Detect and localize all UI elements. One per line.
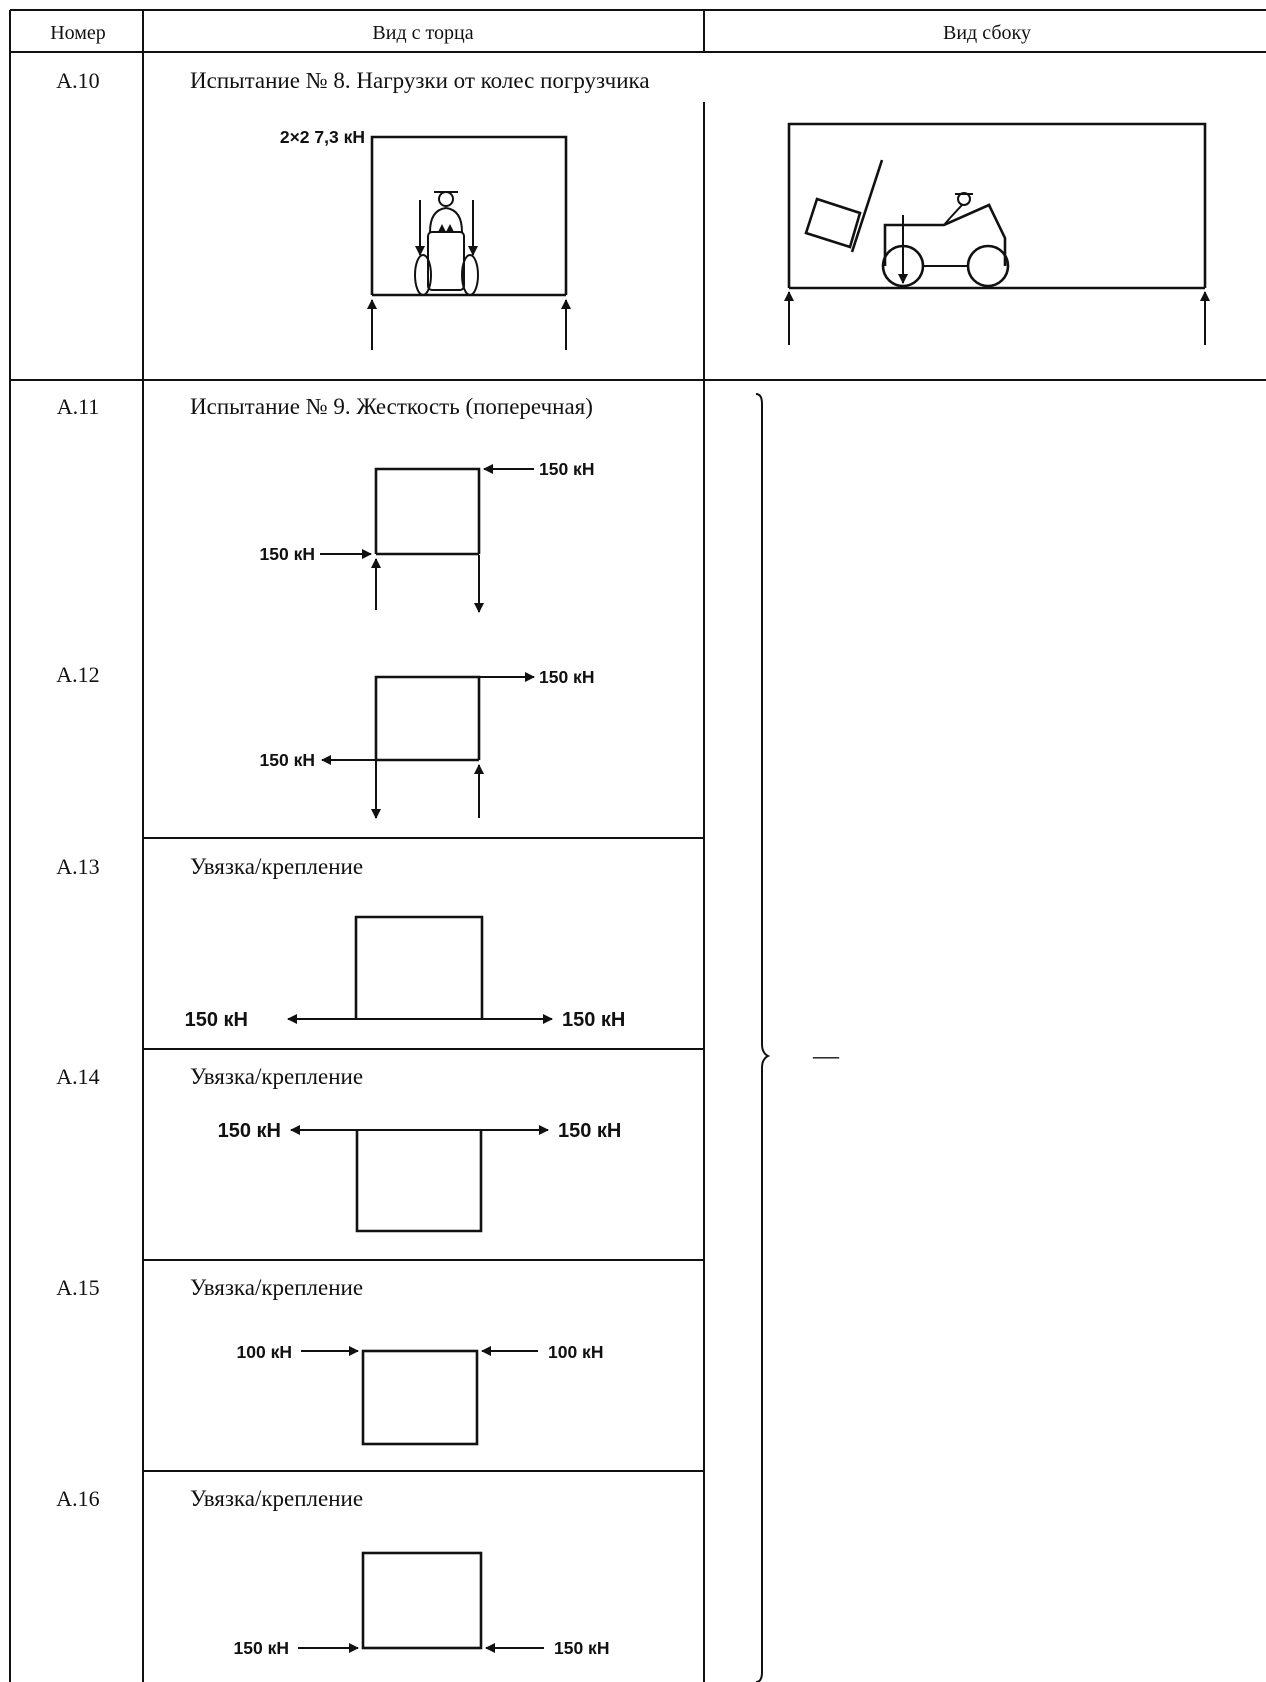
lashing-diagram-a13: 150 кН 150 кН xyxy=(185,915,625,1031)
force-label: 150 кН xyxy=(185,1009,248,1031)
row-a10: A.10 Испытание № 8. Нагрузки от колес по… xyxy=(56,68,1210,350)
row-number: A.13 xyxy=(56,854,99,879)
header-side-view: Вид сбоку xyxy=(943,22,1031,44)
row-number: A.10 xyxy=(56,68,99,93)
transverse-stiffness-diagram-2: 150 кН 150 кН xyxy=(260,667,594,819)
force-label: 150 кН xyxy=(218,1120,281,1142)
row-title: Испытание № 8. Нагрузки от колес погрузч… xyxy=(190,68,650,93)
forklift-figure xyxy=(804,159,1010,288)
row-a14: A.14 Увязка/крепление 150 кН 150 кН xyxy=(56,1064,621,1233)
table-header: Номер Вид с торца Вид сбоку xyxy=(50,22,1031,44)
row-title: Увязка/крепление xyxy=(190,1275,363,1300)
end-view-forklift-diagram: 2×2 7,3 кН xyxy=(280,127,571,350)
side-view-brace: — xyxy=(755,393,840,1682)
force-label: 100 кН xyxy=(548,1342,603,1362)
force-label: 150 кН xyxy=(558,1120,621,1142)
force-label: 150 кН xyxy=(234,1638,289,1658)
side-view-dash: — xyxy=(812,1041,840,1070)
force-label: 150 кН xyxy=(554,1638,609,1658)
force-label: 100 кН xyxy=(237,1342,292,1362)
transverse-stiffness-diagram-1: 150 кН 150 кН xyxy=(260,459,594,613)
row-number: A.16 xyxy=(56,1486,99,1511)
row-title: Увязка/крепление xyxy=(190,1486,363,1511)
row-title: Увязка/крепление xyxy=(190,1064,363,1089)
force-label: 150 кН xyxy=(260,750,315,770)
lashing-diagram-a15: 100 кН 100 кН xyxy=(237,1342,603,1446)
table-grid xyxy=(9,9,1266,1682)
row-title: Увязка/крепление xyxy=(190,854,363,879)
row-a15: A.15 Увязка/крепление 100 кН 100 кН xyxy=(56,1275,603,1446)
load-label: 2×2 7,3 кН xyxy=(280,127,365,147)
row-number: A.11 xyxy=(57,394,100,419)
side-view-forklift-diagram xyxy=(784,122,1210,345)
header-end-view: Вид с торца xyxy=(372,22,473,44)
force-label: 150 кН xyxy=(562,1009,625,1031)
row-a11: A.11 Испытание № 9. Жесткость (поперечна… xyxy=(57,394,594,613)
row-a16: A.16 Увязка/крепление 150 кН 150 кН xyxy=(56,1486,609,1658)
row-a13: A.13 Увязка/крепление 150 кН 150 кН xyxy=(56,854,625,1031)
row-number: A.12 xyxy=(56,662,99,687)
driver-figure xyxy=(414,191,479,296)
lashing-diagram-a16: 150 кН 150 кН xyxy=(234,1551,609,1658)
row-number: A.15 xyxy=(56,1275,99,1300)
row-title: Испытание № 9. Жесткость (поперечная) xyxy=(190,394,593,419)
row-number: A.14 xyxy=(56,1064,99,1089)
row-a12: A.12 150 кН 150 кН xyxy=(56,662,594,819)
header-number: Номер xyxy=(50,22,106,44)
force-label: 150 кН xyxy=(539,667,594,687)
force-label: 150 кН xyxy=(539,459,594,479)
force-label: 150 кН xyxy=(260,544,315,564)
lashing-diagram-a14: 150 кН 150 кН xyxy=(218,1120,621,1233)
